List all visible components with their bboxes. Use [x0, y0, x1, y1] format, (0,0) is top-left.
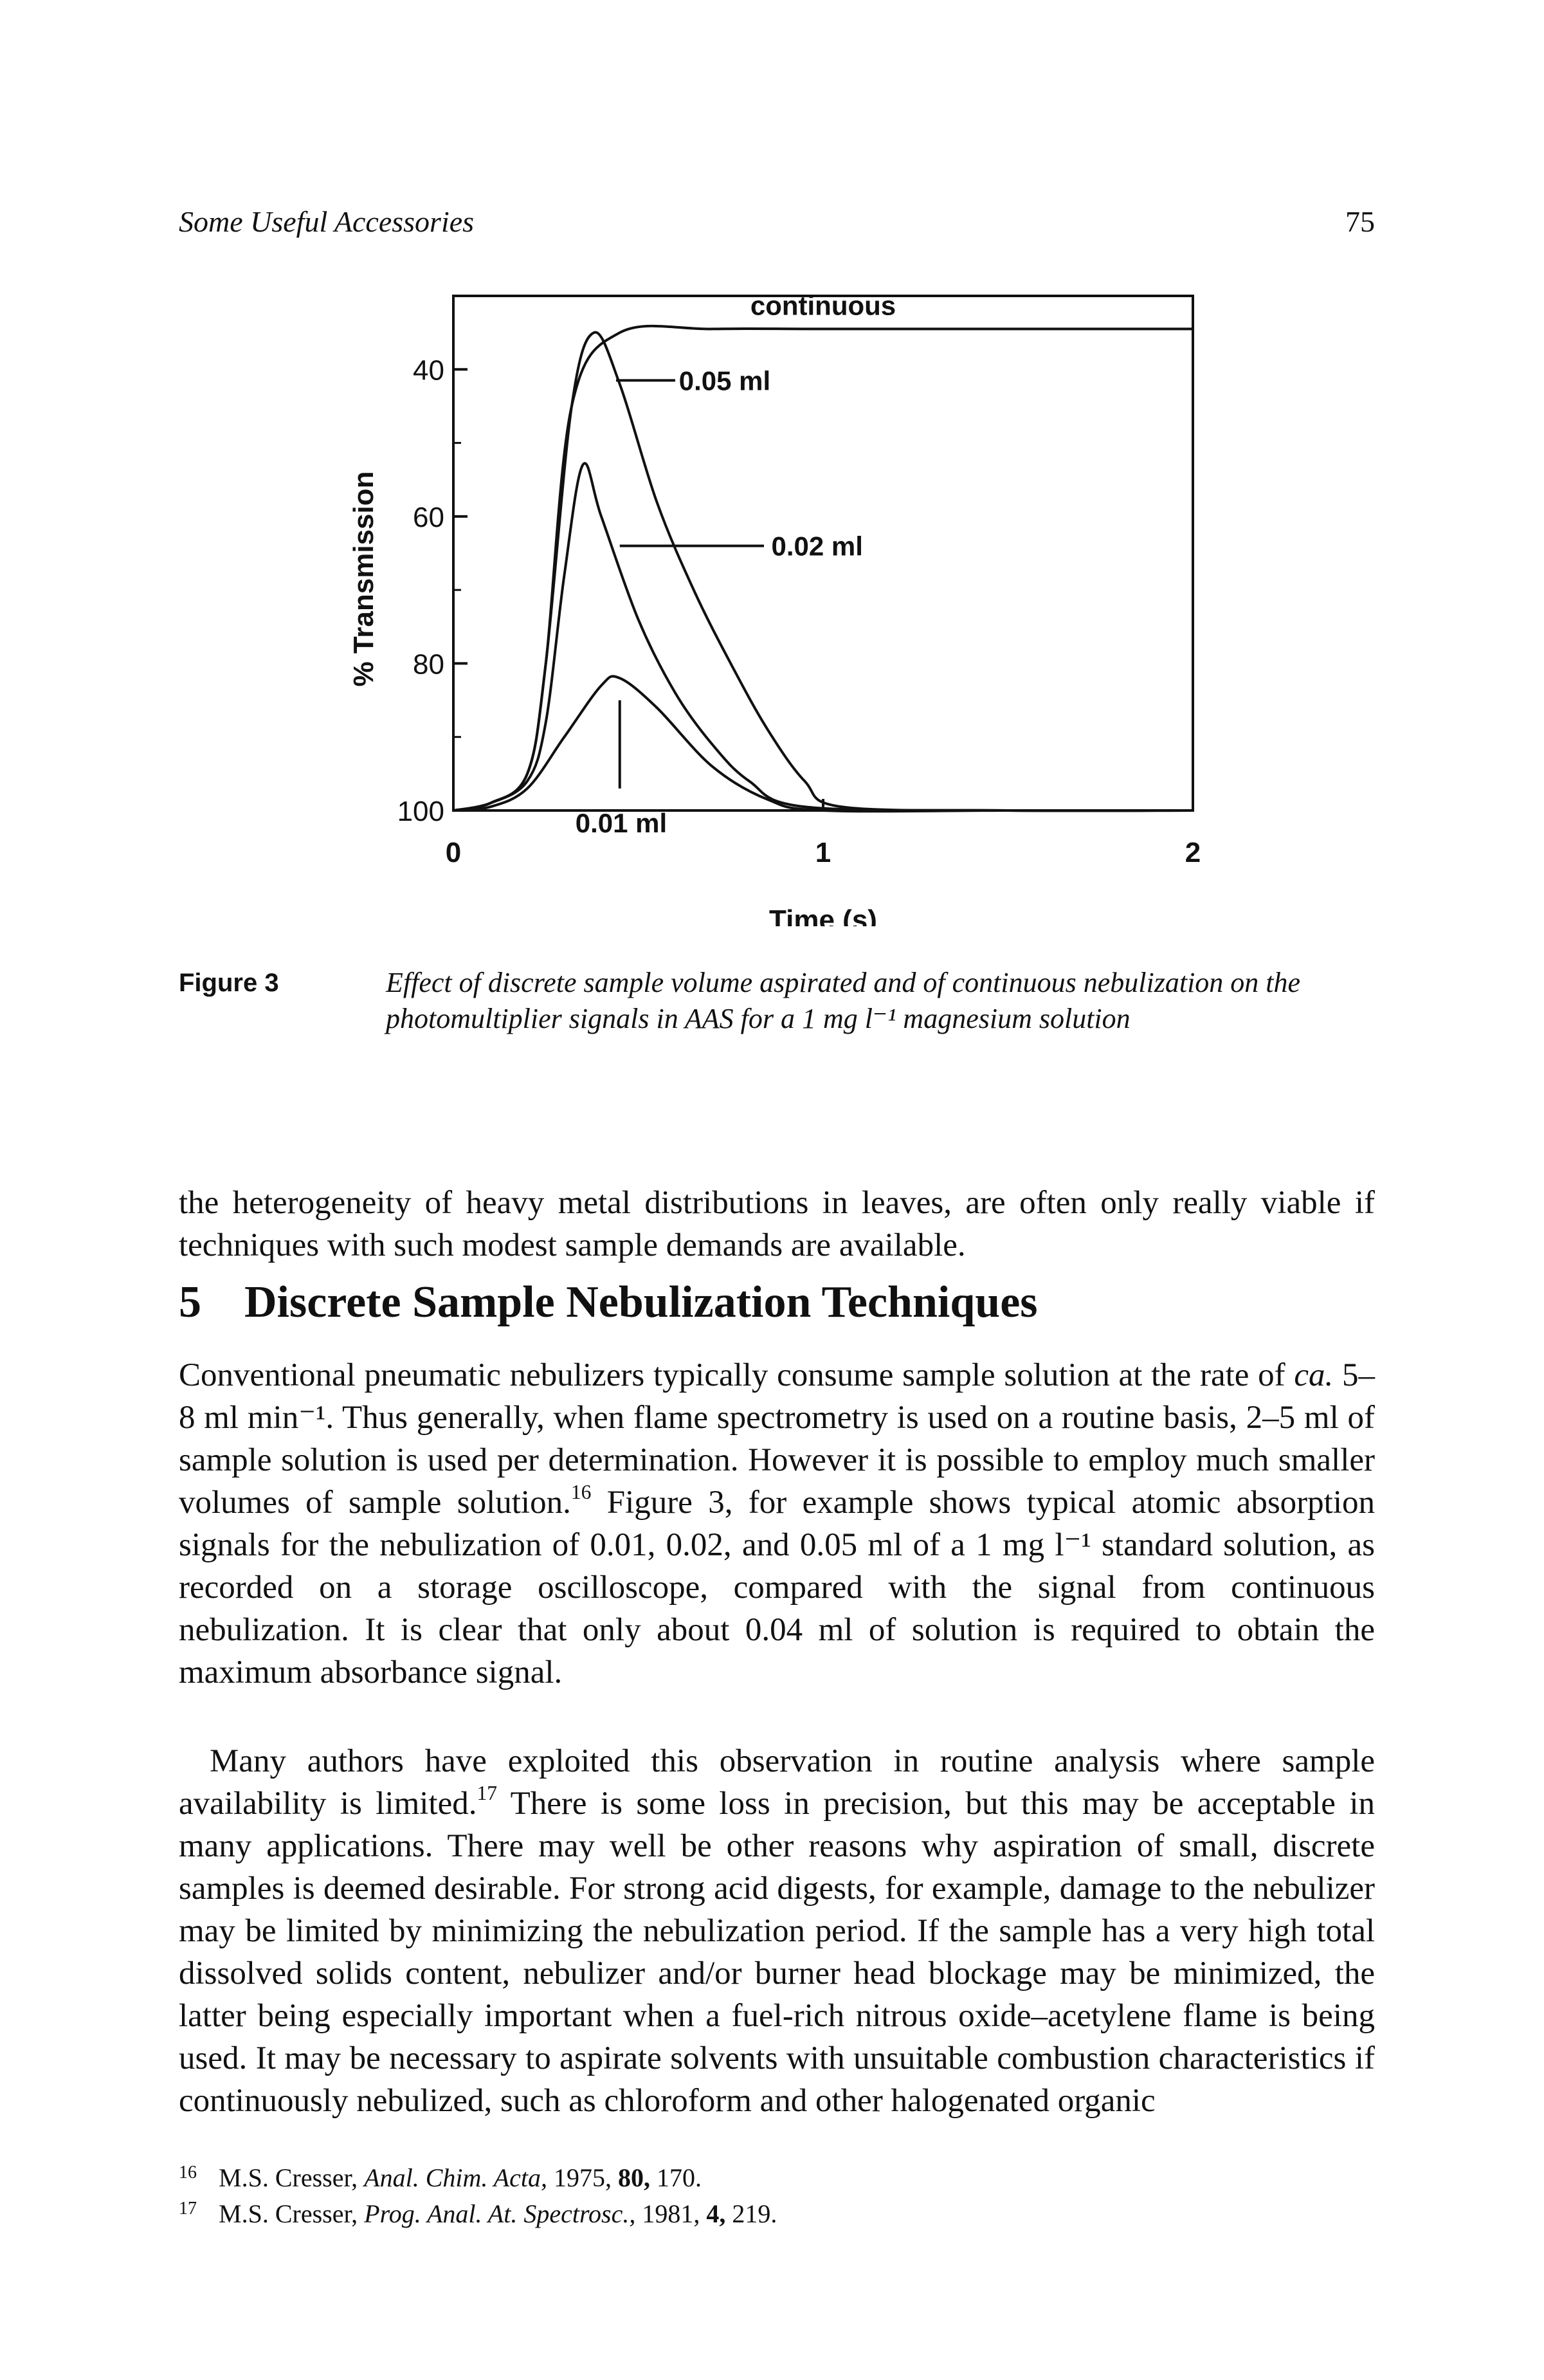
page-header: Some Useful Accessories 75: [179, 205, 1375, 243]
x-tick-label: 0: [446, 837, 461, 868]
footnote-17: 17 M.S. Cresser, Prog. Anal. At. Spectro…: [179, 2196, 1375, 2232]
y-tick-label: 100: [397, 796, 444, 827]
section-heading: 5 Discrete Sample Nebulization Techniques: [179, 1277, 1375, 1328]
footnote-page: 170.: [656, 2163, 702, 2192]
section-title: Discrete Sample Nebulization Techniques: [244, 1277, 1038, 1327]
footnote-16: 16 M.S. Cresser, Anal. Chim. Acta, 1975,…: [179, 2160, 1375, 2196]
citation-ref: 16: [570, 1480, 592, 1503]
footnote-journal: Prog. Anal. At. Spectrosc.,: [364, 2199, 636, 2228]
y-tick-label: 40: [413, 354, 444, 386]
text-run: There is some loss in precision, but thi…: [179, 1786, 1375, 2119]
text-run: Many authors have exploited this observa…: [179, 1743, 1375, 1822]
caption-label: Figure 3: [179, 969, 279, 997]
footnote-page: 219.: [732, 2199, 777, 2228]
text-run: Figure 3, for example shows typical atom…: [179, 1485, 1375, 1690]
section-number: 5: [179, 1277, 201, 1327]
figure-caption: Figure 3 Effect of discrete sample volum…: [179, 965, 1375, 1037]
annotation-0-05ml: 0.05 ml: [679, 365, 770, 396]
paragraph-continuation: the heterogeneity of heavy metal distrib…: [179, 1185, 1375, 1263]
page-number: 75: [1345, 205, 1375, 238]
footnotes: 16 M.S. Cresser, Anal. Chim. Acta, 1975,…: [179, 2160, 1375, 2232]
paragraph-nebulizers: Conventional pneumatic nebulizers typica…: [179, 1354, 1375, 1694]
footnote-number: 17: [179, 2199, 197, 2219]
annotation-continuous: continuous: [750, 290, 896, 320]
footnote-year: 1975,: [553, 2163, 612, 2192]
footnote-year: 1981,: [642, 2199, 700, 2228]
text-run-italic: ca.: [1294, 1357, 1334, 1393]
series-line-0-02-ml: [453, 462, 1194, 812]
footnote-volume: 80,: [617, 2163, 650, 2192]
footnote-journal: Anal. Chim. Acta,: [364, 2163, 547, 2192]
text-run: Conventional pneumatic nebulizers typica…: [179, 1357, 1285, 1393]
y-tick-label: 60: [413, 502, 444, 533]
x-tick-label: 2: [1185, 837, 1201, 868]
footnote-volume: 4,: [706, 2199, 726, 2228]
y-tick-label: 80: [413, 648, 444, 680]
y-axis-label: % Transmission: [348, 471, 379, 686]
footnote-author: M.S. Cresser,: [219, 2163, 358, 2192]
footnote-author: M.S. Cresser,: [219, 2199, 358, 2228]
x-axis-label: Time (s): [769, 904, 877, 926]
footnote-number: 16: [179, 2163, 197, 2183]
text-run: 5–8 ml min⁻¹. Thus generally, when flame…: [179, 1357, 1376, 1521]
paragraph-authors: Many authors have exploited this observa…: [179, 1740, 1375, 2122]
running-head: Some Useful Accessories: [179, 205, 475, 238]
annotation-0-01ml: 0.01 ml: [576, 808, 667, 838]
annotation-0-02ml: 0.02 ml: [772, 531, 863, 562]
x-tick-label: 1: [815, 837, 831, 868]
caption-text: Effect of discrete sample volume aspirat…: [386, 967, 1301, 1034]
citation-ref: 17: [477, 1781, 498, 1804]
series-line-0-01-ml: [453, 675, 1193, 813]
